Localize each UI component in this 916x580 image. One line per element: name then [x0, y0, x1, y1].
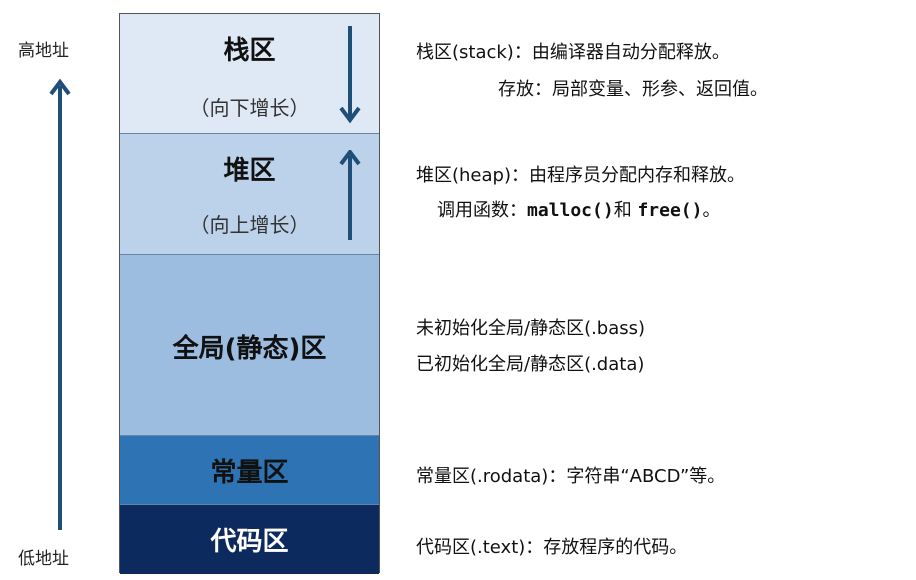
malloc-function: malloc(): [527, 200, 614, 221]
memory-layout-diagram: 栈区 （向下增长） 堆区 （向上增长） 全局(静态)区 常量区 代码区: [119, 13, 380, 574]
global-static-segment: 全局(静态)区: [120, 255, 379, 436]
global-segment-title: 全局(静态)区: [172, 334, 327, 364]
high-address-label: 高地址: [18, 41, 69, 61]
data-description: 已初始化全局/静态区(.data): [416, 354, 645, 375]
stack-segment: 栈区 （向下增长）: [120, 14, 379, 134]
text-description: 代码区(.text)：存放程序的代码。: [416, 537, 688, 558]
low-address-label: 低地址: [18, 549, 69, 569]
constant-segment: 常量区: [120, 436, 379, 505]
heap-segment-title: 堆区: [223, 156, 276, 186]
heap-functions-description: 调用函数：malloc()和 free()。: [437, 196, 720, 222]
up-arrow-icon: [339, 150, 361, 240]
address-direction-arrow-icon: [49, 78, 71, 530]
heap-description: 堆区(heap)：由程序员分配内存和释放。: [416, 165, 745, 186]
heap-functions-prefix: 调用函数：: [437, 200, 527, 221]
rodata-description: 常量区(.rodata)：字符串“ABCD”等。: [416, 466, 726, 487]
stack-segment-title: 栈区: [223, 36, 276, 66]
heap-functions-end: 。: [702, 200, 721, 221]
stack-storage-description: 存放：局部变量、形参、返回值。: [498, 79, 768, 100]
heap-segment: 堆区 （向上增长）: [120, 134, 379, 255]
down-arrow-icon: [339, 26, 361, 124]
bss-description: 未初始化全局/静态区(.bass): [416, 318, 646, 339]
heap-growth-note: （向上增长）: [189, 213, 310, 237]
code-segment: 代码区: [120, 505, 379, 574]
constant-segment-title: 常量区: [210, 458, 289, 488]
stack-growth-note: （向下增长）: [189, 96, 310, 120]
code-segment-title: 代码区: [210, 527, 289, 557]
stack-description: 栈区(stack)：由编译器自动分配释放。: [416, 42, 730, 63]
heap-functions-and: 和: [613, 200, 638, 221]
free-function: free(): [637, 200, 703, 221]
